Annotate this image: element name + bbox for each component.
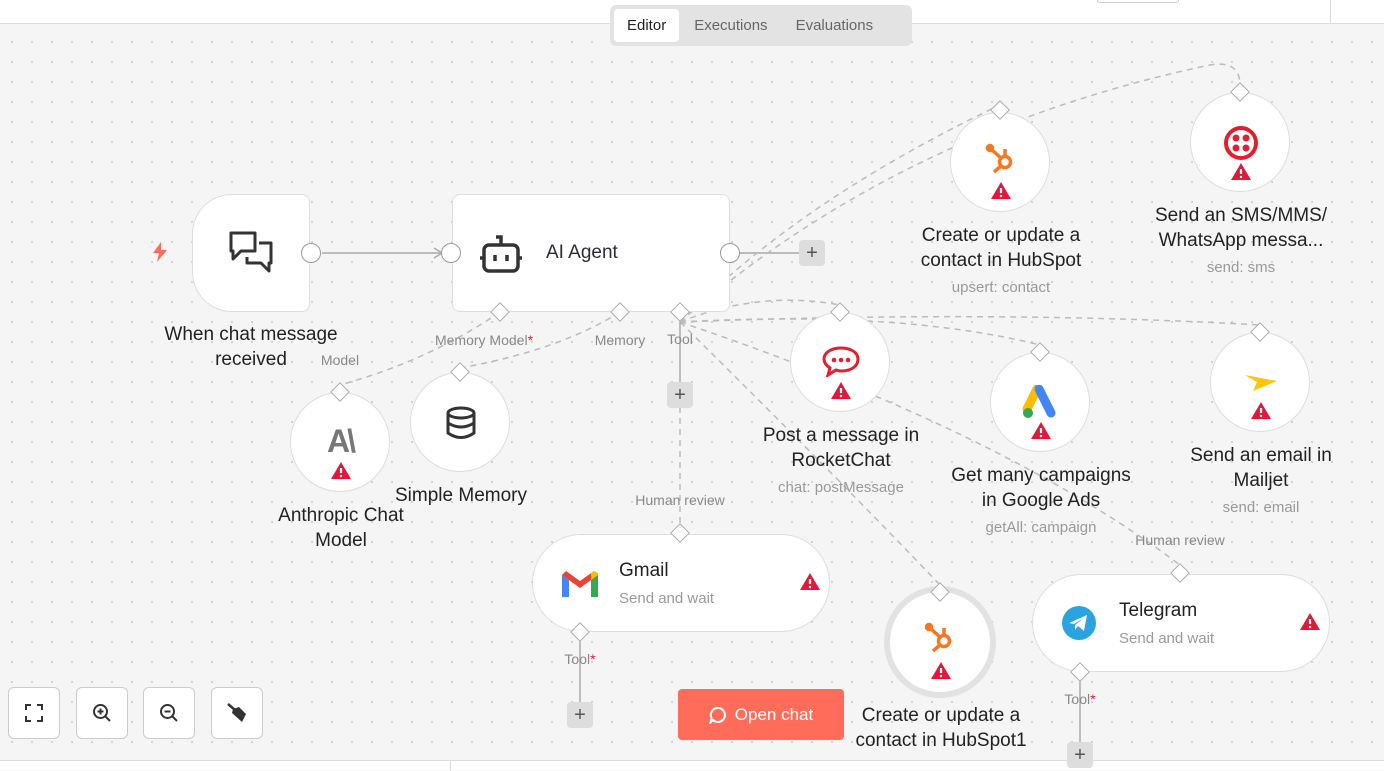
tool-port-label: Tool — [667, 331, 693, 347]
ai-agent-node[interactable]: AI Agent — [452, 194, 730, 312]
telegram-tool-label: Tool* — [1064, 691, 1096, 707]
database-icon — [446, 406, 476, 439]
simple-memory-node[interactable] — [410, 372, 510, 472]
mailjet-subtitle: send: email — [1222, 499, 1300, 516]
rocketchat-subtitle: chat: postMessage — [778, 479, 904, 496]
google-ads-icon — [1022, 385, 1056, 418]
zoom-out-button[interactable] — [143, 687, 195, 739]
fit-view-button[interactable] — [8, 687, 60, 739]
agent-input-port[interactable] — [441, 243, 461, 263]
hubspot1-node[interactable] — [884, 586, 996, 698]
memory-port-label: Memory — [594, 332, 646, 348]
hubspot-icon — [985, 143, 1013, 174]
add-node-button[interactable]: + — [799, 240, 825, 266]
simple-memory-label: Simple Memory — [395, 485, 527, 506]
tab-evaluations[interactable]: Evaluations — [795, 17, 874, 34]
fullscreen-icon — [25, 704, 43, 722]
bottom-panel — [0, 760, 1384, 771]
telegram-node[interactable]: Telegram Send and wait — [1032, 574, 1330, 672]
tab-executions[interactable]: Executions — [694, 17, 768, 34]
warning-icon — [1251, 402, 1271, 419]
warning-icon — [1300, 613, 1320, 630]
tidy-up-button[interactable] — [211, 687, 263, 739]
warning-icon — [1031, 422, 1051, 439]
warning-icon — [331, 462, 351, 479]
trigger-output-port[interactable] — [301, 243, 321, 263]
zoom-in-icon — [93, 704, 111, 722]
google-ads-subtitle: getAll: campaign — [985, 519, 1097, 536]
broom-icon — [227, 703, 246, 722]
twilio-subtitle: send: sms — [1206, 259, 1276, 276]
telegram-port-label: Human review — [1135, 532, 1225, 548]
agent-output-port[interactable] — [720, 243, 740, 263]
warning-icon — [931, 662, 951, 679]
gmail-add-tool-button[interactable]: + — [567, 702, 593, 728]
twilio-label: Send an SMS/MMS/WhatsApp messa... — [1154, 205, 1328, 251]
warning-icon — [800, 573, 820, 590]
gmail-title: Gmail — [619, 560, 669, 581]
gmail-icon — [562, 571, 598, 597]
zoom-in-button[interactable] — [76, 687, 128, 739]
warning-icon — [1231, 163, 1251, 180]
chat-bubble-icon — [708, 706, 726, 724]
robot-icon — [480, 235, 522, 273]
lightning-icon — [153, 242, 167, 262]
memory-model-port-label: Memory Model* — [434, 332, 534, 348]
warning-icon — [831, 382, 851, 399]
gmail-subtitle: Send and wait — [619, 590, 715, 607]
gmail-tool-label: Tool* — [564, 651, 596, 667]
chat-icon — [229, 231, 273, 273]
telegram-subtitle: Send and wait — [1119, 630, 1215, 647]
gmail-node[interactable]: Gmail Send and wait — [532, 534, 830, 632]
zoom-out-icon — [160, 704, 178, 722]
add-tool-button[interactable]: + — [667, 382, 693, 408]
mailjet-icon — [1245, 375, 1277, 391]
top-button[interactable] — [1097, 0, 1179, 3]
hubspot-icon — [924, 622, 952, 653]
divider — [1330, 0, 1331, 24]
hubspot-subtitle: upsert: contact — [951, 279, 1051, 296]
rocketchat-icon — [822, 346, 860, 377]
view-tabs: Editor Executions Evaluations — [610, 5, 912, 46]
anthropic-icon: A\ — [327, 423, 356, 459]
trigger-node[interactable] — [192, 194, 310, 312]
ai-agent-title: AI Agent — [546, 242, 618, 263]
mailjet-node[interactable] — [1210, 332, 1310, 432]
anthropic-port-label: Model — [320, 352, 360, 368]
gmail-port-label: Human review — [635, 492, 725, 508]
telegram-title: Telegram — [1119, 600, 1198, 621]
tab-editor[interactable]: Editor — [614, 9, 680, 42]
twilio-icon — [1224, 126, 1258, 160]
telegram-add-tool-button[interactable]: + — [1067, 742, 1093, 768]
telegram-icon — [1062, 606, 1096, 640]
open-chat-button[interactable]: Open chat — [678, 689, 844, 740]
open-chat-label: Open chat — [734, 704, 814, 724]
warning-icon — [991, 182, 1011, 199]
hubspot-node[interactable] — [950, 112, 1050, 212]
